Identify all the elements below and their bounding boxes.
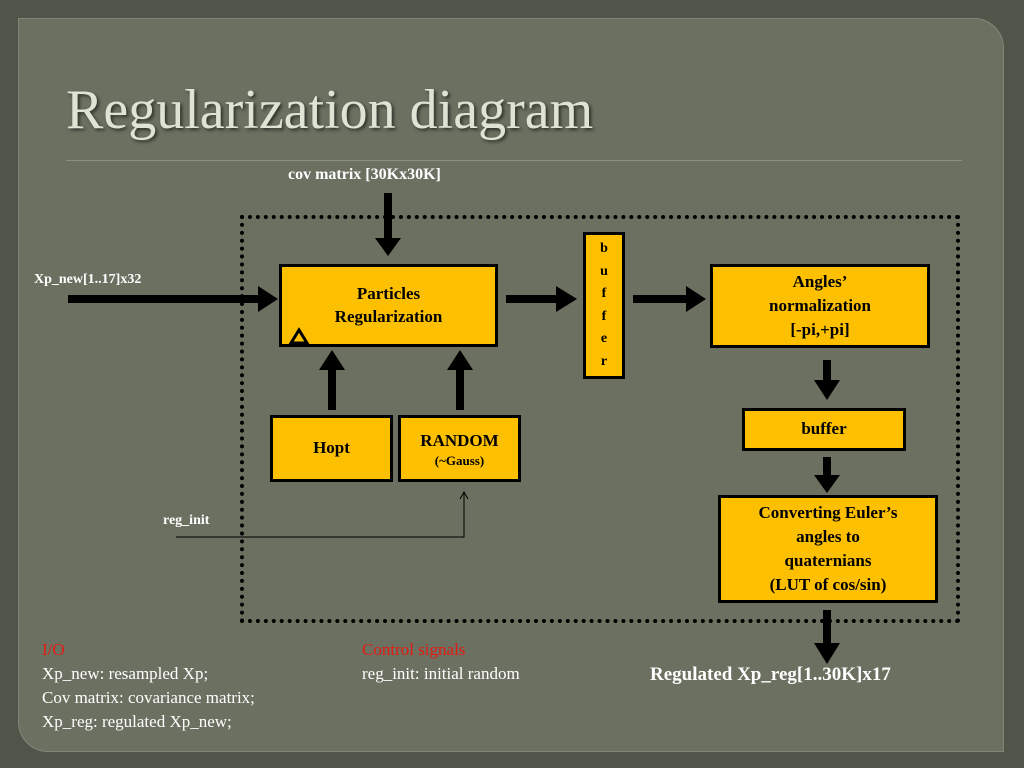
reg-init-line	[176, 492, 465, 538]
converting-label-line3: quaternians	[784, 551, 872, 570]
converting-box: Converting Euler’s angles to quaternians…	[718, 495, 938, 603]
buffer-letter: b	[600, 241, 608, 256]
random-box: RANDOM (~Gauss)	[398, 415, 521, 482]
reg-init-label: reg_init	[163, 513, 210, 528]
regularization-boundary	[240, 215, 960, 623]
control-heading: Control signals	[362, 640, 466, 659]
arrow-buffer-converting-head	[814, 475, 840, 493]
output-label: Regulated Xp_reg[1..30K]x17	[650, 664, 891, 685]
converting-label-line1: Converting Euler’s	[758, 503, 898, 522]
arrow-hopt-head	[319, 350, 345, 370]
arrow-angles-buffer-shaft	[823, 360, 831, 382]
arrow-cov-shaft	[384, 193, 392, 240]
reg-init-arrowhead	[459, 490, 469, 500]
hopt-label: Hopt	[313, 438, 350, 458]
arrow-particles-buffer-shaft	[506, 295, 558, 303]
converting-label-line2: angles to	[796, 527, 860, 546]
buffer-letter: u	[600, 263, 608, 279]
arrow-xpnew-shaft	[68, 295, 260, 303]
particles-label-line2: Regularization	[334, 306, 443, 326]
angles-label-line1: Angles’	[792, 272, 848, 291]
slide-panel	[18, 18, 1004, 752]
vertical-buffer-box: b u f f e r	[583, 232, 625, 379]
hopt-box: Hopt	[270, 415, 393, 482]
converting-label-line4: (LUT of cos/sin)	[769, 575, 887, 594]
io-item: Cov matrix: covariance matrix;	[42, 688, 255, 707]
arrow-random-head	[447, 350, 473, 370]
buffer-letter: f	[601, 308, 607, 324]
buffer-label: buffer	[801, 419, 847, 439]
arrow-hopt-shaft	[328, 368, 336, 410]
cov-matrix-label: cov matrix [30Kx30K]	[288, 166, 441, 183]
arrow-output-head	[814, 643, 840, 664]
arrow-random-shaft	[456, 368, 464, 410]
buffer-letter: r	[600, 353, 608, 369]
angles-normalization-box: Angles’ normalization [-pi,+pi]	[710, 264, 930, 348]
angles-label-line2: normalization	[769, 296, 871, 315]
clock-trigger-icon	[288, 327, 310, 345]
arrow-buffer-converting-shaft	[823, 457, 831, 477]
arrow-angles-buffer-head	[814, 380, 840, 400]
title-divider	[66, 160, 962, 161]
xp-new-label: Xp_new[1..17]x32	[34, 272, 142, 287]
random-label-line2: (~Gauss)	[434, 453, 485, 468]
angles-label-line3: [-pi,+pi]	[790, 320, 850, 339]
io-item: Xp_new: resampled Xp;	[42, 664, 209, 683]
io-item: Xp_reg: regulated Xp_new;	[42, 712, 232, 731]
particles-label-line1: Particles	[356, 283, 421, 303]
arrow-xpnew-head	[258, 286, 278, 312]
buffer-letter: f	[601, 286, 607, 301]
buffer-letter: e	[600, 331, 608, 346]
particles-regularization-box: Particles Regularization	[279, 264, 498, 347]
io-heading: I/O	[42, 640, 65, 659]
control-item: reg_init: initial random	[362, 664, 520, 683]
random-label-line1: RANDOM	[420, 431, 499, 450]
slide-title: Regularization diagram	[66, 79, 594, 141]
arrow-cov-head	[375, 238, 401, 256]
arrow-output-shaft	[823, 610, 831, 645]
arrow-buffer-angles-shaft	[633, 295, 688, 303]
arrow-particles-buffer-head	[556, 286, 577, 312]
arrow-buffer-angles-head	[686, 286, 706, 312]
buffer-box: buffer	[742, 408, 906, 451]
